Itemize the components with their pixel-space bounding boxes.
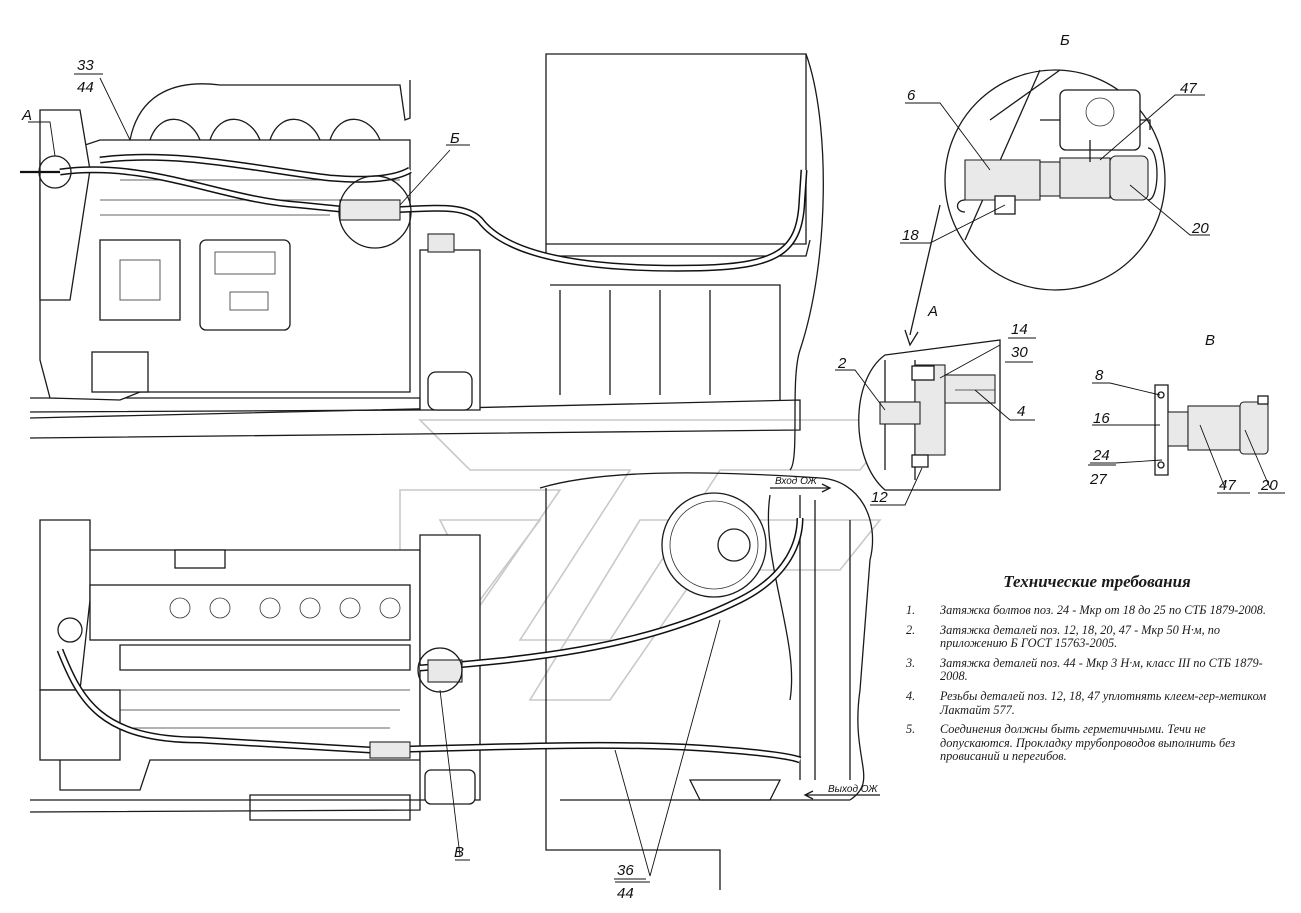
callout-14: 14 — [1011, 321, 1028, 338]
leader-lines — [28, 73, 1285, 883]
callout-47-b: 47 — [1180, 80, 1197, 97]
callout-30: 30 — [1011, 344, 1028, 361]
detail-a-title: А — [927, 303, 938, 320]
bottom-engine-view — [29, 472, 880, 890]
detail-v-title: В — [1205, 332, 1215, 349]
list-item: 3. Затяжка деталей поз. 44 - Мкр 3 Н·м, … — [906, 655, 1263, 684]
detail-b-title: Б — [1060, 32, 1070, 49]
list-item: 2. Затяжка деталей поз. 12, 18, 20, 47 -… — [906, 622, 1221, 651]
callout-33: 33 — [77, 57, 94, 74]
callout-12: 12 — [871, 489, 888, 506]
marker-b-top: Б — [450, 130, 460, 147]
tech-requirements-list: 1. Затяжка болтов поз. 24 - Мкр от 18 до… — [906, 603, 1278, 764]
callout-44-bottom: 44 — [617, 885, 634, 902]
inlet-label: Вход ОЖ — [775, 476, 818, 487]
top-engine-view — [20, 53, 824, 471]
labels: Б А В А Б В 33 44 6 47 18 20 2 14 30 4 1… — [21, 32, 1278, 902]
list-item: 1. Затяжка болтов поз. 24 - Мкр от 18 до… — [906, 603, 1266, 617]
callout-4: 4 — [1017, 403, 1025, 420]
callout-44-top: 44 — [77, 79, 94, 96]
detail-v-view — [1154, 384, 1269, 476]
marker-a-top: А — [21, 107, 32, 124]
callout-6: 6 — [907, 87, 916, 104]
callout-24: 24 — [1092, 447, 1110, 464]
detail-a-view — [858, 339, 1001, 491]
callout-47-v: 47 — [1219, 477, 1236, 494]
callout-16: 16 — [1093, 410, 1110, 427]
callout-36: 36 — [617, 862, 634, 879]
marker-v-bottom: В — [454, 844, 464, 861]
callout-27: 27 — [1089, 471, 1107, 488]
callout-underlines — [74, 73, 1116, 880]
detail-b-view — [944, 69, 1166, 291]
callout-18: 18 — [902, 227, 919, 244]
outlet-label: Выход ОЖ — [828, 784, 878, 795]
technical-requirements: Технические требования 1. Затяжка болтов… — [906, 572, 1278, 770]
tech-requirements-title: Технические требования — [1003, 572, 1191, 591]
callout-20-b: 20 — [1191, 220, 1209, 237]
list-item: 5. Соединения должны быть герметичными. … — [906, 722, 1236, 764]
callout-2: 2 — [837, 355, 847, 372]
callout-8: 8 — [1095, 367, 1104, 384]
list-item: 4. Резьбы деталей поз. 12, 18, 47 уплотн… — [906, 688, 1267, 717]
callout-20-v: 20 — [1260, 477, 1278, 494]
